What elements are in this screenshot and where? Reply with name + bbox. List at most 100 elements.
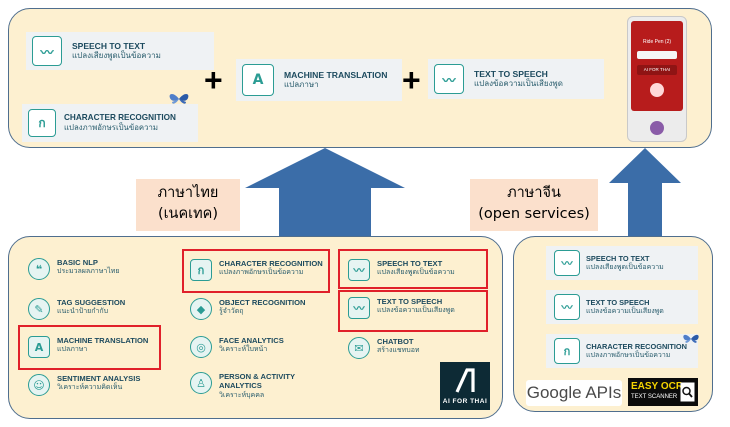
phone-mockup: Ride Pen (2) AI FOR THAI [627,16,687,142]
top-tile-speech-to-text: 〰 SPEECH TO TEXT แปลงเสียงพูดเป็นข้อความ [26,32,214,70]
tile-subtitle: แปลงเสียงพูดเป็นข้อความ [586,263,664,272]
tile-title: TEXT TO SPEECH [586,298,650,307]
phone-screen: Ride Pen (2) AI FOR THAI [631,21,683,111]
plus-sign: + [204,62,223,98]
label-line: ภาษาจีน [507,185,561,201]
top-tile-character-recognition: ก CHARACTER RECOGNITION แปลงภาพอักษรเป็น… [22,104,198,142]
speaker-waveform-icon: 〰 [554,294,580,320]
label-line: ภาษาไทย [157,185,219,201]
smiley-icon: ☺ [28,374,50,396]
speaker-waveform-icon: 〰 [434,64,464,94]
ocr-icon: ก [190,259,212,281]
service-basic-nlp: ❝ BASIC NLP ประมวลผลภาษาไทย [28,258,120,280]
ai-for-thai-logo: AI FOR THAI [440,362,490,410]
waveform-icon: 〰 [554,250,580,276]
arrow-up-right [609,148,681,236]
tag-icon: ✎ [28,298,50,320]
service-subtitle: วิเคราะห์บุคคล [219,390,265,399]
arrow-up-left [245,148,405,236]
top-tile-text-to-speech: 〰 TEXT TO SPEECH แปลงข้อความเป็นเสียงพูด [428,59,604,99]
tile-title: CHARACTER RECOGNITION [586,342,688,351]
service-subtitle: ประมวลผลภาษาไทย [57,267,120,276]
highlight-text-to-speech [338,290,488,332]
tile-subtitle: แปลงข้อความเป็นเสียงพูด [586,307,664,316]
google-apis-logo-text: Google APIs [526,383,622,402]
service-title-line2: ANALYTICS [219,381,262,391]
open-tile-speech-to-text: 〰 SPEECH TO TEXT แปลงเสียงพูดเป็นข้อความ [546,246,698,280]
translate-icon: A [28,336,50,358]
service-subtitle: แปลภาษา [57,345,88,354]
service-object-recognition: ◆ OBJECT RECOGNITION รู้จำวัตถุ [190,298,306,320]
tile-title: CHARACTER RECOGNITION [64,113,176,122]
bottom-left-panel [8,236,503,419]
face-icon: ◎ [190,336,212,358]
google-apis-logo: Google APIs [526,380,622,406]
phone-screen-text: Ride Pen (2) [642,39,672,45]
tile-title: SPEECH TO TEXT [586,254,650,263]
highlight-machine-translation [18,325,161,370]
service-character-recognition: ก CHARACTER RECOGNITION แปลงภาพอักษรเป็น… [190,259,323,281]
service-subtitle: สร้างแชทบอท [377,346,420,355]
highlight-character-recognition [182,249,330,293]
chat-icon: ✉ [348,337,370,359]
speech-bubble-icon: ❝ [28,258,50,280]
label-chinese-open-services: ภาษาจีน (open services) [470,179,598,231]
ai-for-thai-mark-icon [455,368,475,393]
tile-subtitle: แปลภาษา [284,80,319,90]
service-title: CHATBOT [377,337,414,346]
service-subtitle: แนะนำป้ายกำกับ [57,307,109,316]
service-subtitle: แปลงเสียงพูดเป็นข้อความ [377,268,455,277]
easy-ocr-subtitle: TEXT SCANNER [631,394,678,400]
tile-title: SPEECH TO TEXT [72,40,146,51]
service-title: CHARACTER RECOGNITION [219,259,323,268]
top-tile-machine-translation: A MACHINE TRANSLATION แปลภาษา [236,59,402,101]
document-scan-icon [680,382,695,402]
tile-title: TEXT TO SPEECH [474,68,548,79]
tile-subtitle: แปลงข้อความเป็นเสียงพูด [474,79,563,89]
person-icon: ♙ [190,372,212,394]
service-title: PERSON & ACTIVITY [219,372,296,381]
phone-button: AI FOR THAI [637,65,677,75]
butterfly-icon [683,334,699,343]
object-icon: ◆ [190,298,212,320]
translate-icon: A [242,64,274,96]
service-title: SPEECH TO TEXT [377,259,443,268]
service-machine-translation: A MACHINE TRANSLATION แปลภาษา [28,336,148,358]
tile-subtitle: แปลงเสียงพูดเป็นข้อความ [72,51,161,61]
phone-emblem [650,83,664,97]
service-subtitle: แปลงภาพอักษรเป็นข้อความ [219,268,304,277]
service-title: TAG SUGGESTION [57,298,126,307]
service-title: SENTIMENT ANALYSIS [57,374,141,383]
waveform-icon: 〰 [32,36,62,66]
ocr-icon: ก [28,109,56,137]
tile-subtitle: แปลงภาพอักษรเป็นข้อความ [64,123,159,133]
plus-sign: + [402,62,421,98]
speaker-icon: 〰 [348,297,370,319]
service-title: MACHINE TRANSLATION [57,336,149,345]
service-title: FACE ANALYTICS [219,336,284,345]
service-face-analytics: ◎ FACE ANALYTICS วิเคราะห์ใบหน้า [190,336,284,358]
phone-button-label: AI FOR THAI [643,67,671,72]
open-tile-text-to-speech: 〰 TEXT TO SPEECH แปลงข้อความเป็นเสียงพูด [546,290,698,324]
service-subtitle: วิเคราะห์ความคิดเห็น [57,383,123,392]
service-title: TEXT TO SPEECH [377,297,443,306]
service-speech-to-text: 〰 SPEECH TO TEXT แปลงเสียงพูดเป็นข้อความ [348,259,455,281]
easy-ocr-title: EASY OCR: [631,381,687,392]
label-line: (open services) [478,206,590,223]
waveform-icon: 〰 [348,259,370,281]
ai-for-thai-logo-text: AI FOR THAI [442,398,488,405]
highlight-speech-to-text [338,249,488,289]
service-text-to-speech: 〰 TEXT TO SPEECH แปลงข้อความเป็นเสียงพูด [348,297,455,319]
label-thai-nectec: ภาษาไทย (เนคเทค) [136,179,240,231]
easy-ocr-logo: EASY OCR: TEXT SCANNER [628,378,698,406]
service-title: BASIC NLP [57,258,98,267]
service-chatbot: ✉ CHATBOT สร้างแชทบอท [348,337,420,359]
service-subtitle: วิเคราะห์ใบหน้า [219,345,268,354]
phone-search-bar [637,51,677,59]
service-tag-suggestion: ✎ TAG SUGGESTION แนะนำป้ายกำกับ [28,298,125,320]
label-line: (เนคเทค) [157,206,219,223]
service-subtitle: รู้จำวัตถุ [219,307,244,316]
ocr-icon: ก [554,338,580,364]
butterfly-icon [169,94,189,104]
